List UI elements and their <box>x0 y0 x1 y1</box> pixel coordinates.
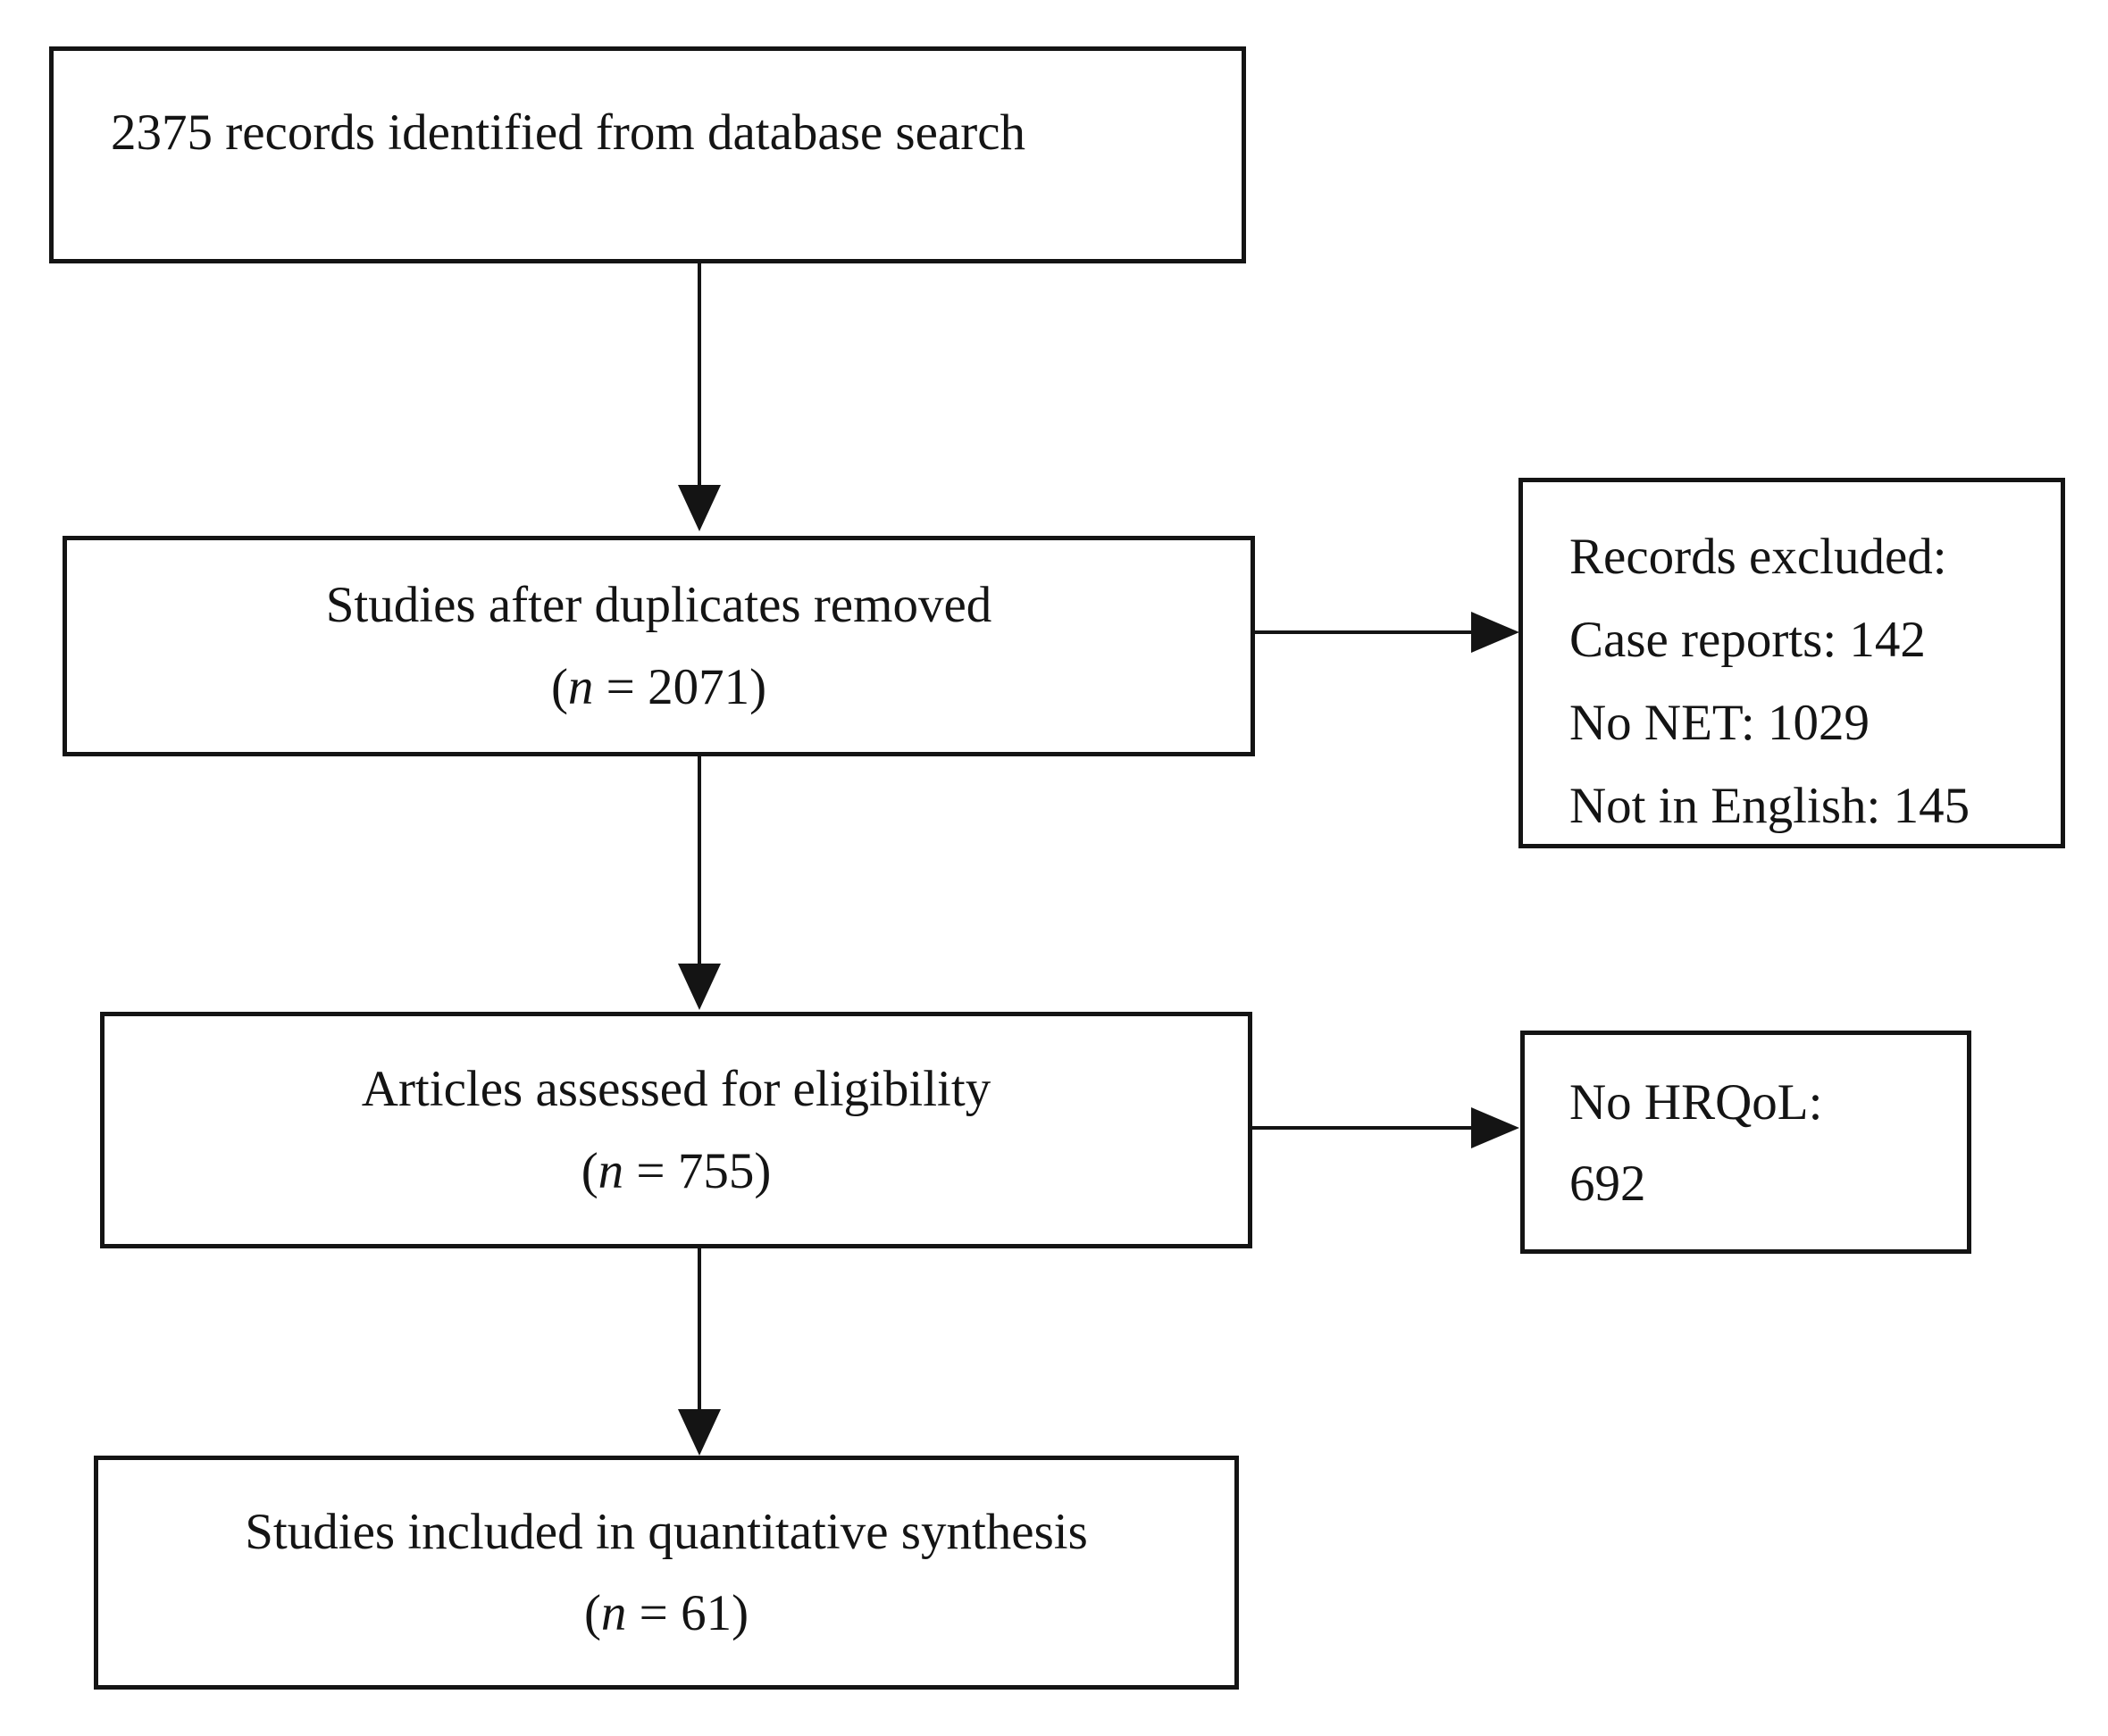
no-hrqol-count: 692 <box>1569 1156 1646 1213</box>
duplicates-removed-count: (n = 2071) <box>551 647 766 728</box>
arrow-shaft <box>1252 1126 1473 1130</box>
arrowhead-down-icon <box>678 485 721 531</box>
box-records-excluded: Records excluded: Case reports: 142 No N… <box>1518 478 2065 848</box>
included-count: (n = 61) <box>584 1573 749 1654</box>
excluded-case-reports: Case reports: 142 <box>1569 611 1926 668</box>
box-no-hrqol: No HRQoL: 692 <box>1520 1031 1971 1254</box>
arrow-shaft <box>1255 630 1473 634</box>
box-included-synthesis: Studies included in quantitative synthes… <box>94 1456 1239 1690</box>
records-identified-text: 2375 records identified from database se… <box>111 104 1025 161</box>
box-assessed-eligibility: Articles assessed for eligibility (n = 7… <box>100 1012 1252 1248</box>
count-paren-open: ( <box>550 658 568 715</box>
arrowhead-right-icon <box>1471 612 1519 653</box>
arrowhead-down-icon <box>678 1409 721 1456</box>
count-n-symbol: n <box>567 658 594 715</box>
no-hrqol-label: No HRQoL: <box>1569 1074 1823 1131</box>
arrowhead-right-icon <box>1471 1107 1519 1148</box>
count-n-symbol: n <box>598 1142 624 1199</box>
eligibility-count: (n = 755) <box>581 1131 772 1212</box>
eligibility-text: Articles assessed for eligibility <box>361 1061 991 1118</box>
count-n-symbol: n <box>600 1585 627 1641</box>
count-value: = 2071) <box>593 658 767 715</box>
arrow-shaft <box>698 1248 701 1411</box>
count-value: = 61) <box>626 1585 749 1641</box>
arrow-shaft <box>698 756 701 965</box>
records-excluded-heading: Records excluded: <box>1569 529 1947 585</box>
count-paren-open: ( <box>581 1142 598 1199</box>
duplicates-removed-text: Studies after duplicates removed <box>325 577 992 634</box>
arrowhead-down-icon <box>678 964 721 1010</box>
included-text: Studies included in quantitative synthes… <box>245 1503 1088 1560</box>
box-records-identified: 2375 records identified from database se… <box>49 46 1246 263</box>
box-duplicates-removed: Studies after duplicates removed (n = 20… <box>63 536 1255 756</box>
excluded-no-net: No NET: 1029 <box>1569 694 1870 751</box>
count-paren-open: ( <box>583 1585 601 1641</box>
count-value: = 755) <box>623 1142 772 1199</box>
excluded-not-english: Not in English: 145 <box>1569 777 1970 834</box>
arrow-shaft <box>698 263 701 488</box>
